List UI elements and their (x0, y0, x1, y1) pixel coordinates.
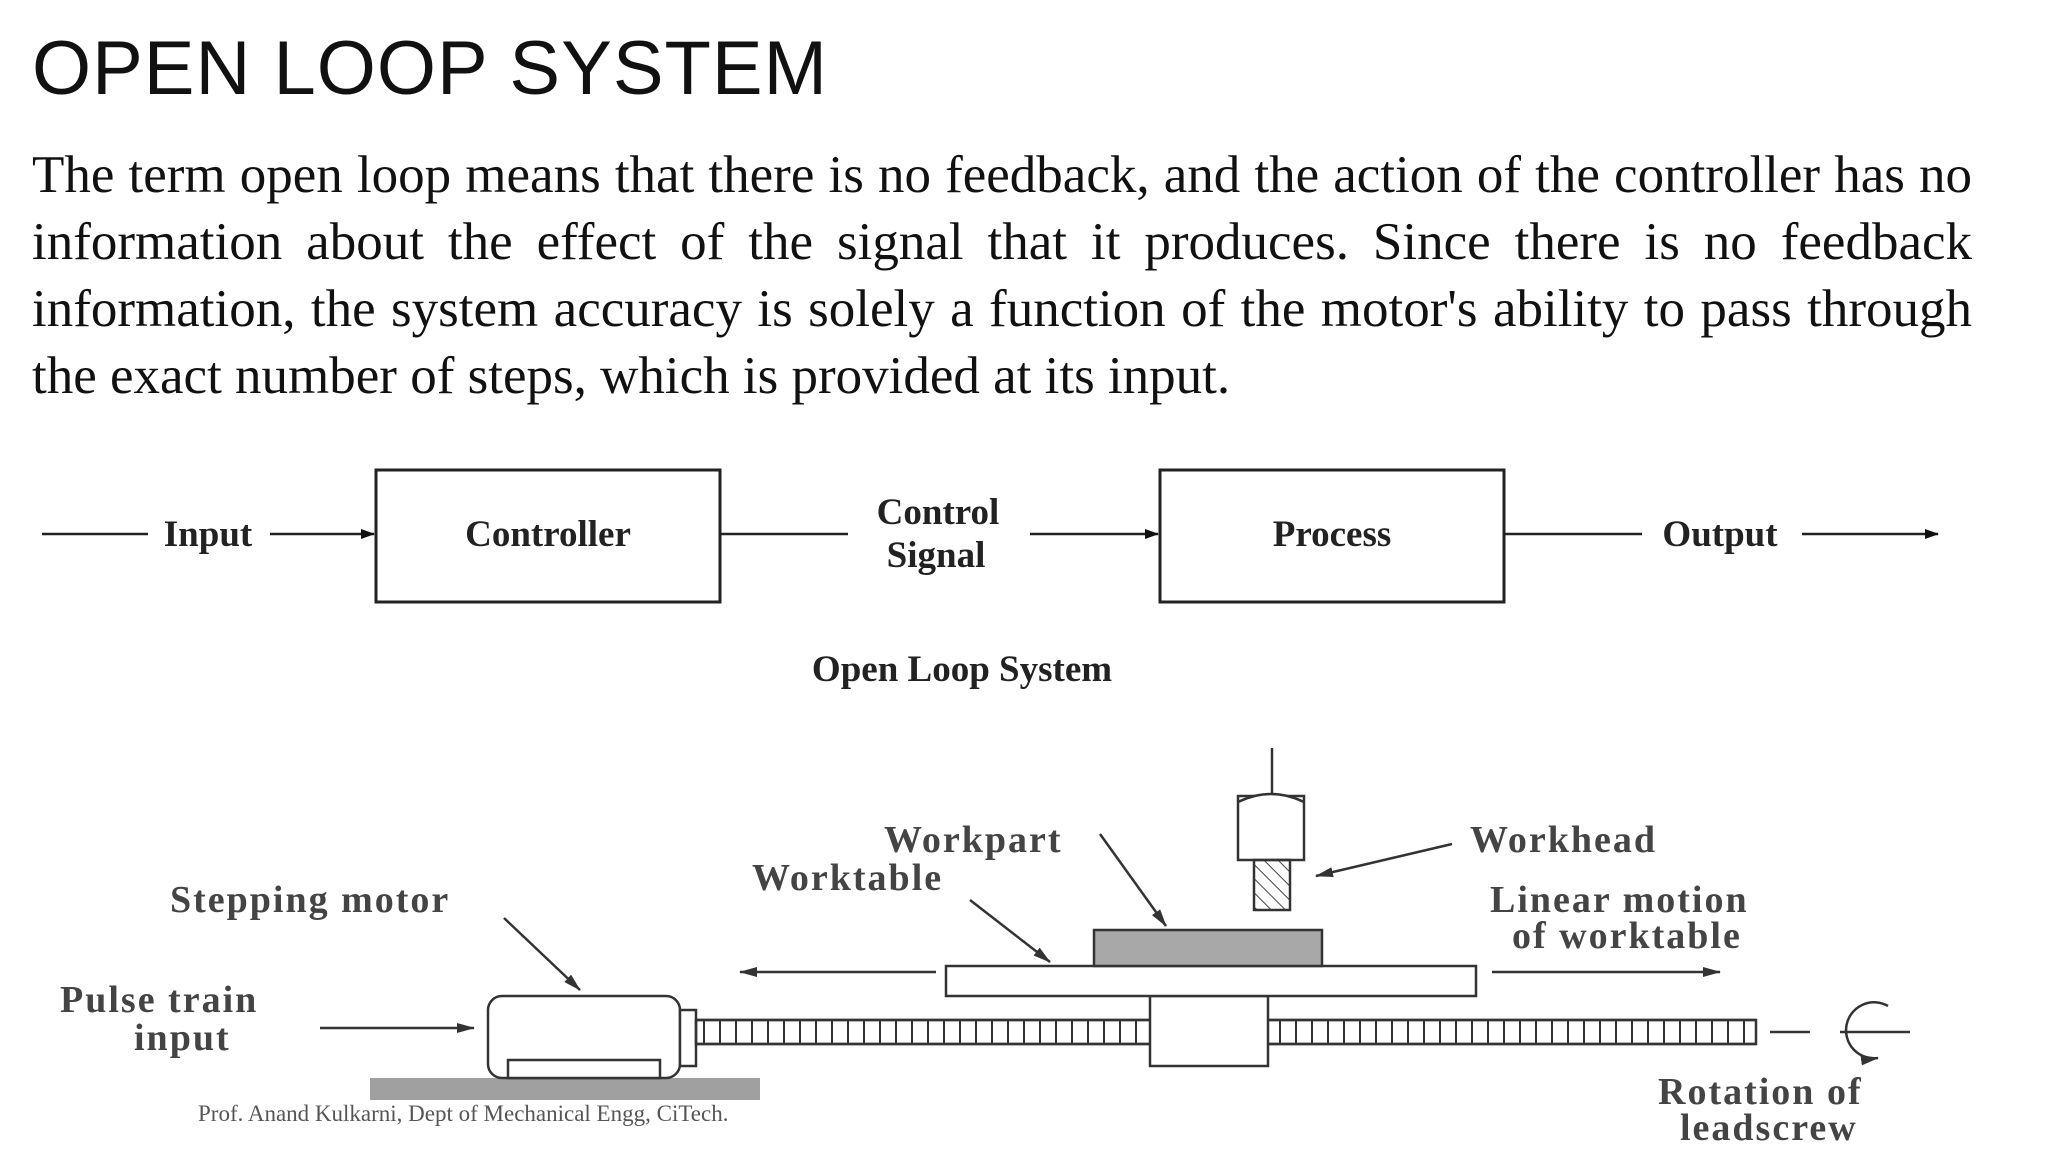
linear-motion-label-1: Linear motion (1490, 879, 1749, 921)
worktable-leader (969, 899, 1051, 963)
output-label: Output (1662, 514, 1778, 555)
pulse-train-label-2: input (134, 1017, 231, 1059)
block-diagram-caption: Open Loop System (812, 649, 1112, 690)
body-paragraph: The term open loop means that there is n… (32, 146, 1972, 405)
rotation-label-1: Rotation of (1658, 1071, 1863, 1113)
input-label: Input (164, 514, 253, 555)
process-box (1158, 468, 1506, 604)
motor-base (370, 1078, 760, 1100)
pulse-train-label-1: Pulse train (60, 979, 258, 1021)
workhead-tool (1236, 748, 1306, 912)
worktable-label: Worktable (752, 857, 943, 899)
process-label: Process (1273, 514, 1392, 555)
open-loop-block-diagram: Input Controller Control Signal Process … (42, 468, 1939, 690)
linear-motion-label-2: of worktable (1512, 915, 1742, 957)
control-signal-label-1: Control (877, 492, 1000, 533)
stepper-worktable-diagram: Workpart Worktable Workhead Stepping mot… (60, 748, 1910, 1149)
workhead-leader (1315, 842, 1453, 878)
nut-block (1148, 994, 1270, 1068)
slide-title: OPEN LOOP SYSTEM (32, 26, 828, 111)
rotation-symbol (1770, 1001, 1910, 1066)
workhead-label: Workhead (1470, 819, 1657, 861)
stepping-motor (486, 994, 698, 1080)
controller-label: Controller (465, 514, 631, 555)
stepping-motor-leader (503, 917, 581, 991)
controller-box (374, 468, 722, 604)
control-signal-label-2: Signal (887, 535, 986, 576)
workpart (1092, 928, 1324, 968)
worktable (944, 964, 1478, 998)
workpart-label: Workpart (884, 819, 1063, 861)
workpart-leader (1098, 833, 1168, 927)
footer-credit: Prof. Anand Kulkarni, Dept of Mechanical… (198, 1101, 729, 1126)
rotation-label-2: leadscrew (1680, 1107, 1858, 1149)
stepping-motor-label: Stepping motor (170, 879, 450, 921)
